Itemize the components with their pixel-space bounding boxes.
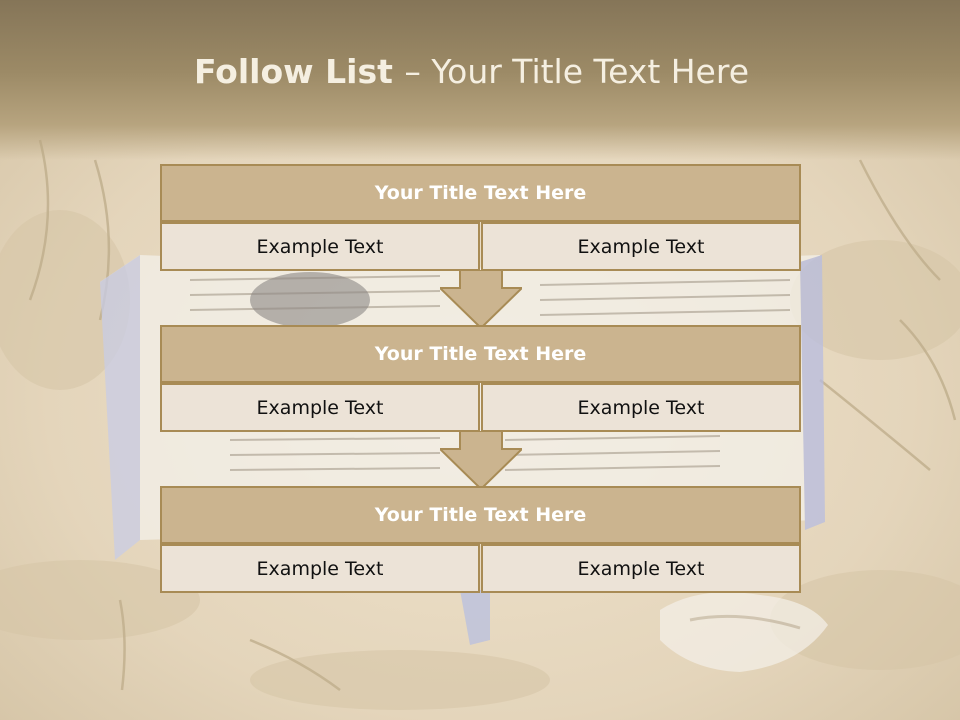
down-arrow-2 [440, 431, 522, 491]
slide-title-bold: Follow List [193, 52, 405, 91]
slide-title: Follow List – Your Title Text Here [0, 52, 943, 91]
title-band [0, 0, 960, 160]
step-1-left-text: Example Text [160, 222, 480, 271]
step-2-left-text: Example Text [160, 383, 480, 432]
step-2-right-text: Example Text [481, 383, 801, 432]
step-1-title: Your Title Text Here [160, 164, 801, 222]
step-3-right-text: Example Text [481, 544, 801, 593]
down-arrow-1 [440, 270, 522, 330]
step-1-right-text: Example Text [481, 222, 801, 271]
step-3-left-text: Example Text [160, 544, 480, 593]
step-3-title: Your Title Text Here [160, 486, 801, 544]
slide-title-rest: – Your Title Text Here [404, 52, 750, 91]
step-2-title: Your Title Text Here [160, 325, 801, 383]
